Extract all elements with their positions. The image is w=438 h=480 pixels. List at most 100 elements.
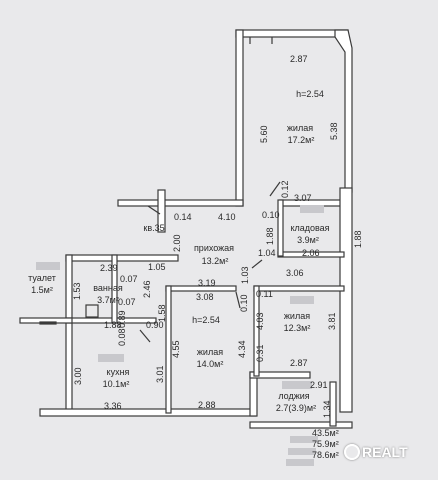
dim-0-12: 0.12 [280, 180, 290, 198]
dim-3-08: 3.08 [196, 292, 214, 302]
dim-1-05: 1.05 [148, 262, 166, 272]
dim-1-04: 1.04 [258, 248, 276, 258]
room-area-living-right: 12.3м² [284, 323, 311, 333]
dim-2-46: 2.46 [142, 280, 152, 298]
dim-3-36: 3.36 [104, 401, 122, 411]
door-top [249, 37, 273, 44]
wall-toilet-bottom [19, 317, 73, 324]
room-area-living-top: 17.2м² [288, 135, 315, 145]
door-living-top [269, 181, 281, 197]
dim-1-88-b: 1.88 [353, 230, 363, 248]
blurred-mark-total-2 [288, 448, 316, 455]
blurred-mark-total-3 [286, 459, 314, 466]
room-name-storage: кладовая [290, 223, 329, 233]
wall-loggia-right [329, 381, 337, 427]
room-area-hallway: 13.2м² [202, 256, 229, 266]
dim-0-89: 0.89 [117, 310, 127, 328]
height-label-mid: h=2.54 [192, 315, 220, 325]
room-name-living-top: жилая [287, 123, 313, 133]
total-area: 75.9м² [312, 439, 339, 449]
wall-bath-divider [111, 254, 118, 324]
dim-3-06: 3.06 [286, 268, 304, 278]
wall-storage-left [277, 199, 284, 257]
room-area-storage: 3.9м² [297, 235, 319, 245]
blurred-mark-total-1 [290, 436, 318, 443]
dim-3-07: 3.07 [294, 193, 312, 203]
dim-0-14: 0.14 [174, 212, 192, 222]
dim-2-39: 2.39 [100, 263, 118, 273]
dim-2-88: 2.88 [198, 400, 216, 410]
dim-2-06: 2.06 [302, 248, 320, 258]
realt-logo-icon [344, 444, 360, 460]
door-kitchen [139, 329, 151, 343]
wall-loggia-bottom [249, 421, 353, 429]
dim-0-31: 0.31 [255, 344, 265, 362]
room-name-living-mid: жилая [197, 347, 223, 357]
dim-5-60: 5.60 [259, 125, 269, 143]
dim-0-90: 0.90 [146, 320, 164, 330]
wall-bottom [39, 408, 257, 417]
door-living-mid [235, 291, 241, 309]
dim-5-38: 5.38 [329, 122, 339, 140]
dim-2-87-bottom: 2.87 [290, 358, 308, 368]
dim-4-03: 4.03 [255, 312, 265, 330]
wall-kitchen-right [165, 285, 172, 414]
dim-0-10-a: 0.10 [262, 210, 280, 220]
room-area-bathroom: 3.7м² [97, 295, 119, 305]
dim-4-34: 4.34 [237, 340, 247, 358]
blurred-mark-kitchen [98, 354, 124, 362]
dim-0-07-b: 0.07 [118, 297, 136, 307]
room-area-living-mid: 14.0м² [197, 359, 224, 369]
dim-2-00: 2.00 [172, 234, 182, 252]
dim-3-01: 3.01 [155, 365, 165, 383]
dim-3-81: 3.81 [327, 312, 337, 330]
total-area-with-loggia: 78.6м² [312, 450, 339, 460]
room-name-bathroom: ванная [93, 283, 123, 293]
realt-watermark: REALT [344, 444, 408, 460]
room-name-loggia: лоджия [278, 391, 309, 401]
dim-1-03: 1.03 [240, 266, 250, 284]
room-area-toilet: 1.5м² [31, 285, 53, 295]
room-name-hallway: прихожая [194, 243, 234, 253]
dim-1-58: 1.58 [157, 304, 167, 322]
wall-top-upper [235, 29, 349, 38]
door-storage [251, 259, 263, 269]
dim-1-88-c: 1.88 [104, 320, 122, 330]
dim-3-00: 3.00 [73, 367, 83, 385]
dim-0-08: 0.08 [117, 328, 127, 346]
wall-hall-left-stub [157, 189, 166, 233]
wall-loggia-top [249, 371, 311, 379]
room-name-toilet: туалет [28, 273, 56, 283]
dim-1-34: 1.34 [322, 400, 332, 418]
blurred-mark-living [290, 296, 314, 304]
wall-living-divider [253, 285, 260, 377]
blurred-mark-toilet [36, 262, 60, 270]
toilet-dash [39, 321, 57, 325]
dim-4-55: 4.55 [171, 340, 181, 358]
area-totals: 43.5м² 75.9м² 78.6м² [312, 428, 339, 461]
blurred-mark-storage [300, 205, 324, 213]
dim-1-53: 1.53 [72, 282, 82, 300]
total-living-area: 43.5м² [312, 428, 339, 438]
watermark-text: REALT [362, 444, 408, 460]
dim-0-07-a: 0.07 [120, 274, 138, 284]
wall-wet-top [65, 254, 179, 262]
door-entry [147, 205, 161, 215]
unit-number: кв.35 [143, 223, 164, 233]
wall-hall-top-left [117, 199, 244, 207]
dim-0-11: 0.11 [256, 289, 273, 299]
dim-1-88-a: 1.88 [265, 227, 275, 245]
wall-right-outer [339, 187, 353, 413]
wall-left-outer [65, 254, 73, 414]
dim-0-10-b: 0.10 [239, 294, 249, 312]
toilet-fixture [85, 304, 99, 318]
room-area-loggia: 2.7(3.9)м² [276, 403, 316, 413]
height-label-top: h=2.54 [296, 89, 324, 99]
dim-2-91: 2.91 [310, 380, 328, 390]
wall-upper-right [334, 29, 353, 193]
wall-loggia-left [249, 371, 258, 417]
dim-2-87-top: 2.87 [290, 54, 308, 64]
dim-4-10: 4.10 [218, 212, 236, 222]
